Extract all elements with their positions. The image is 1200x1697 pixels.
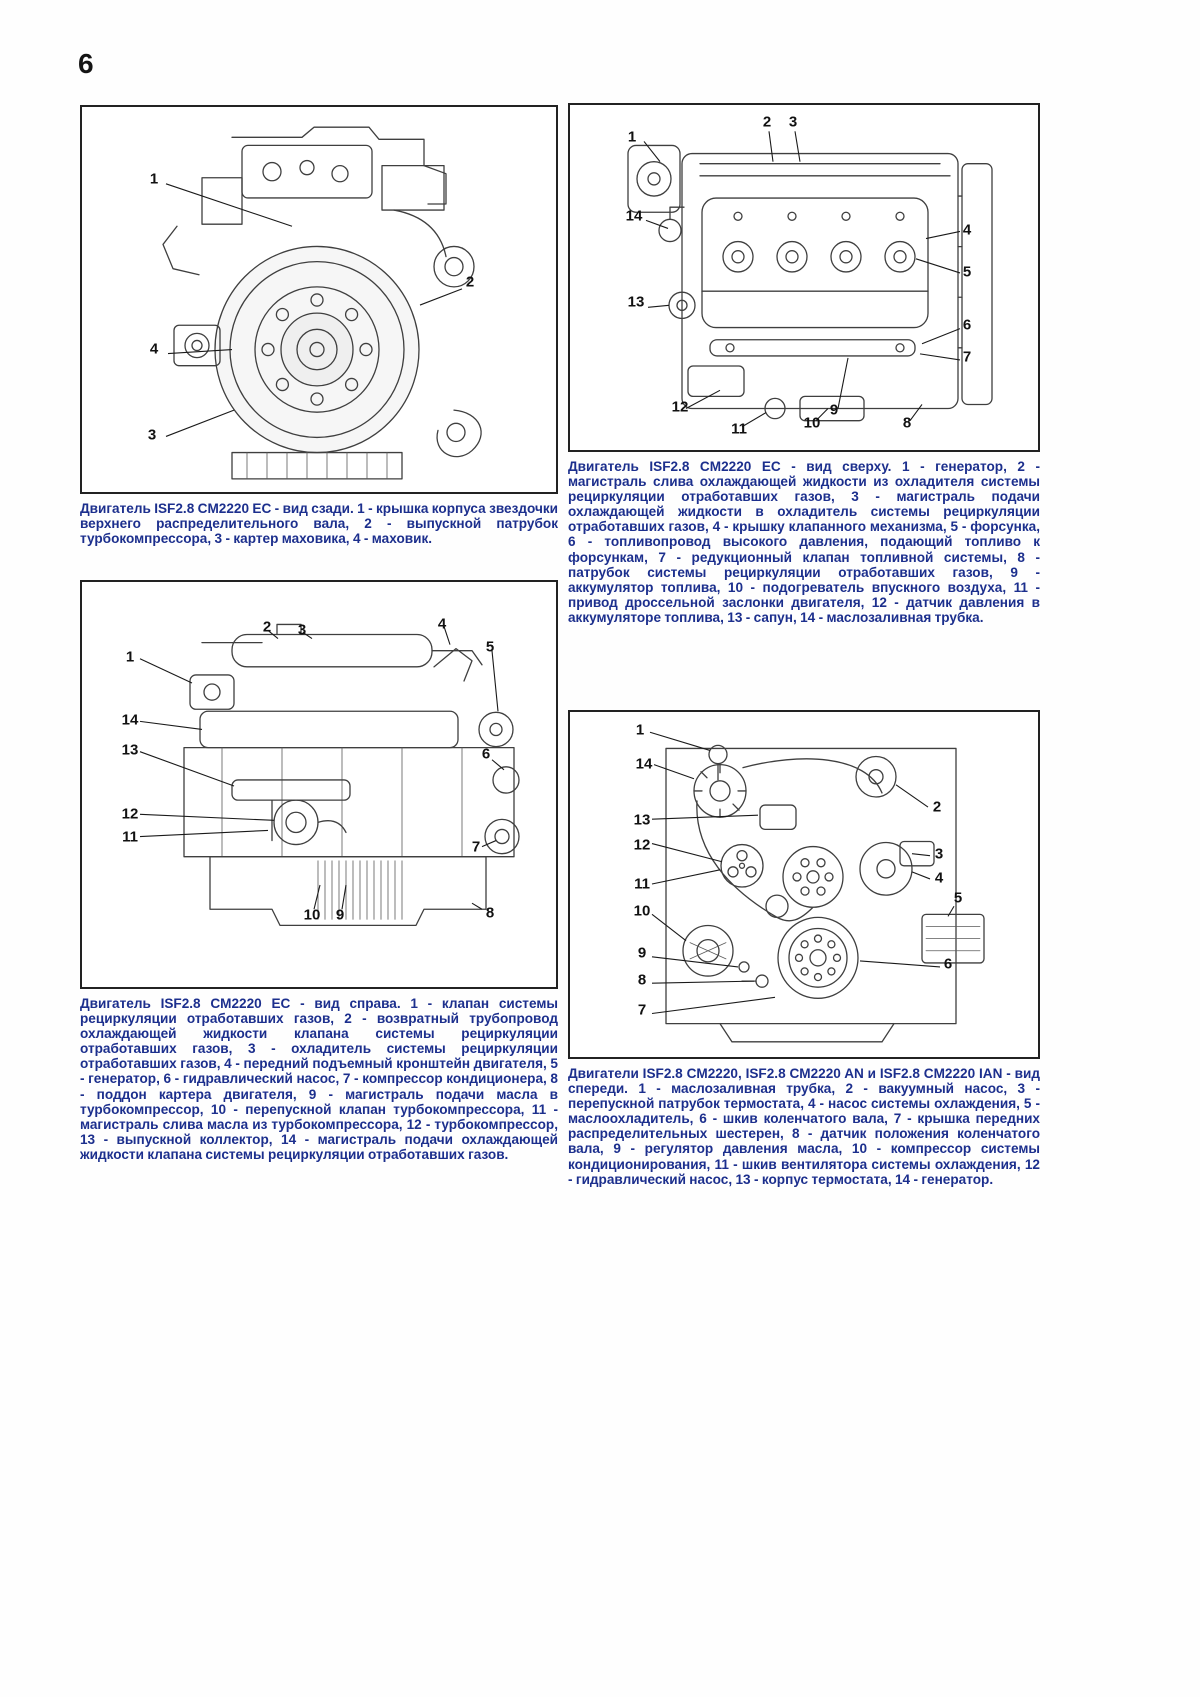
figure-engine-front-view: 1 14 13 12 2 11 3 4 10 5 9 8 6 7 Двигате… [568,710,1040,1187]
callout-2: 2 [465,273,475,291]
callout-5: 5 [953,889,963,907]
fuel-rail [709,339,916,357]
callout-9: 9 [829,401,839,419]
callout-12: 12 [633,836,651,854]
callout-6: 6 [962,316,972,334]
callout-11: 11 [634,875,650,893]
callout-2: 2 [262,618,272,636]
callout-3: 3 [297,621,307,639]
callout-10: 10 [803,414,821,432]
callout-5: 5 [485,638,495,656]
callout-10: 10 [633,902,651,920]
figure-caption: Двигатель ISF2.8 CM2220 EC - вид сверху.… [568,459,1040,625]
callout-7: 7 [962,348,972,366]
callout-14: 14 [121,711,139,729]
callout-9: 9 [637,944,647,962]
figure-engine-right-view: 1 2 3 4 5 14 13 6 12 11 7 10 9 8 Двигате… [80,580,558,1162]
callout-2: 2 [932,798,942,816]
callout-8: 8 [485,904,495,922]
figure-engine-rear-view: 1 2 4 3 Двигатель ISF2.8 CM2220 EC - вид… [80,105,558,546]
engine-right-view-drawing [139,623,520,927]
callout-14: 14 [625,207,643,225]
callout-4: 4 [437,615,447,633]
callout-6: 6 [481,745,491,763]
turbocharger [273,799,319,846]
callout-8: 8 [902,414,912,432]
callout-12: 12 [121,805,139,823]
callout-1: 1 [149,170,159,188]
callout-4: 4 [934,869,944,887]
figure-box: 1 14 13 12 2 11 3 4 10 5 9 8 6 7 [568,710,1040,1059]
callout-3: 3 [788,113,798,131]
callout-10: 10 [303,906,321,924]
leader-lines [649,731,955,1015]
callout-1: 1 [635,721,645,739]
engine-top-view-drawing [627,131,993,428]
callout-4: 4 [149,340,159,358]
figure-box: 1 2 3 4 5 14 13 6 12 11 7 10 9 8 [80,580,558,989]
engine-front-view-drawing [649,731,985,1043]
callout-13: 13 [121,741,139,759]
crankshaft-pulley [777,916,859,999]
leader-lines [165,183,463,437]
callout-12: 12 [671,398,689,416]
callout-9: 9 [335,906,345,924]
leader-lines [139,626,505,910]
callout-13: 13 [627,293,645,311]
figure-caption: Двигатель ISF2.8 CM2220 EC - вид справа.… [80,996,558,1162]
callout-14: 14 [635,755,653,773]
callout-11: 11 [731,420,747,438]
callout-7: 7 [471,838,481,856]
figure-engine-top-view: 1 2 3 14 4 5 13 6 7 12 11 10 9 8 Двигате… [568,103,1040,625]
figure-box: 1 2 3 14 4 5 13 6 7 12 11 10 9 8 [568,103,1040,452]
callout-1: 1 [627,128,637,146]
engine-rear-view-drawing [162,126,482,480]
callout-8: 8 [637,971,647,989]
figure-caption: Двигатели ISF2.8 CM2220, ISF2.8 CM2220 A… [568,1066,1040,1187]
callout-2: 2 [762,113,772,131]
callout-13: 13 [633,811,651,829]
callout-3: 3 [147,426,157,444]
callout-1: 1 [125,648,135,666]
callout-4: 4 [962,221,972,239]
leader-lines [643,131,961,428]
egr-cooler [231,633,433,668]
figure-box: 1 2 4 3 [80,105,558,494]
callout-3: 3 [934,845,944,863]
callout-6: 6 [943,955,953,973]
callout-7: 7 [637,1001,647,1019]
figure-caption: Двигатель ISF2.8 CM2220 EC - вид сзади. … [80,501,558,547]
page-number: 6 [78,48,94,79]
callout-11: 11 [122,828,138,846]
oil-pan [209,856,487,927]
callout-5: 5 [962,263,972,281]
